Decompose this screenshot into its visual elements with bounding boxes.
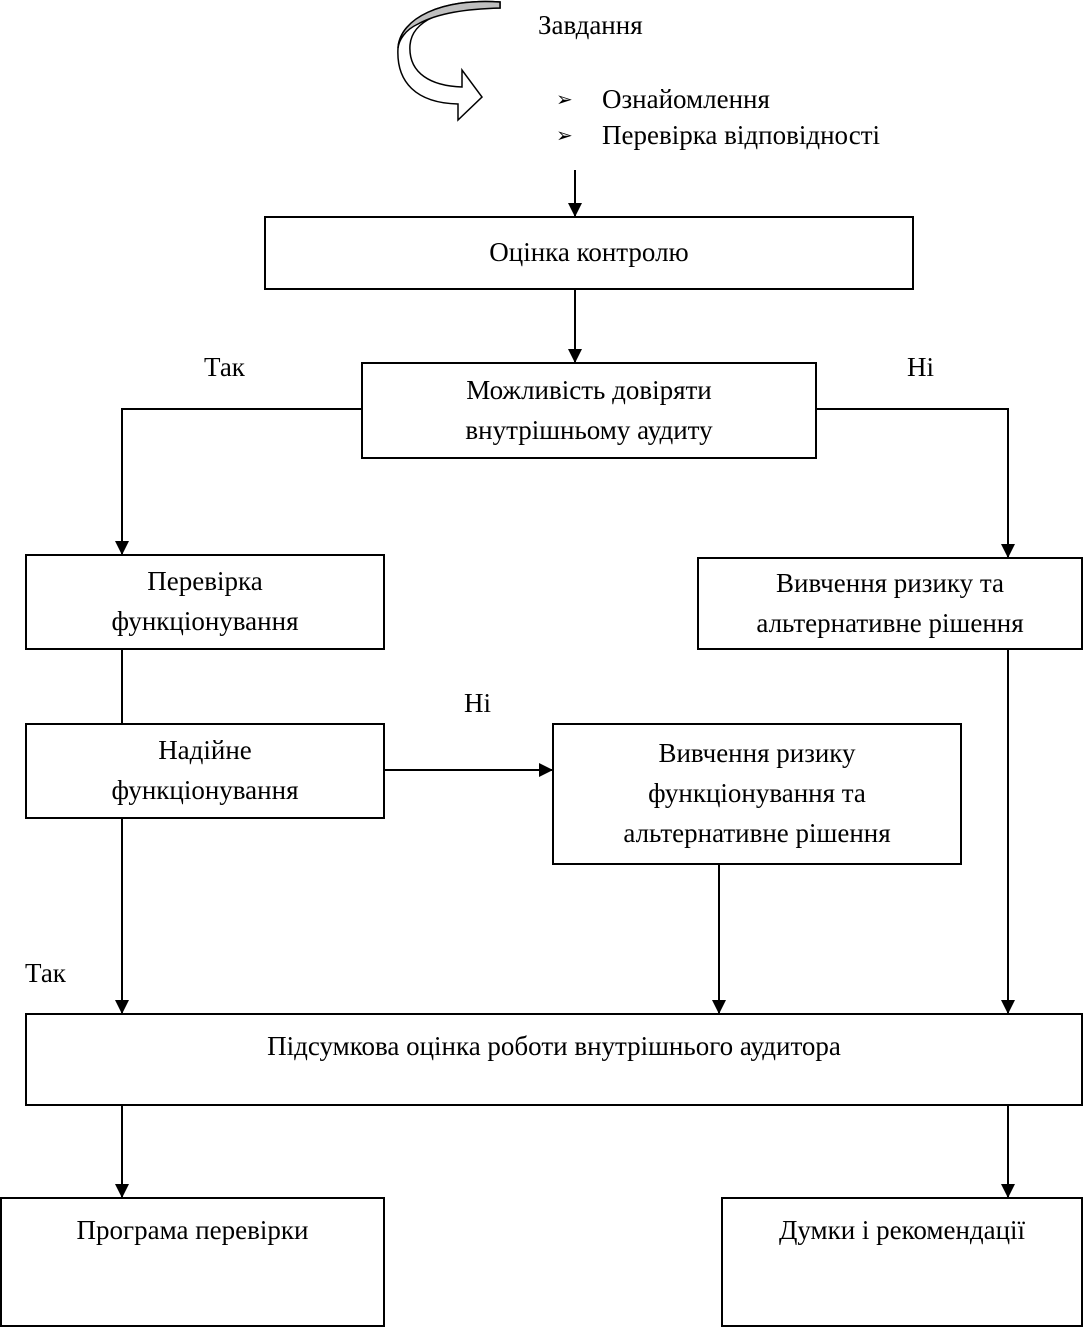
- task-item-label: Перевірка відповідності: [602, 120, 880, 150]
- edge-label-no-reliable: Ні: [464, 688, 491, 718]
- edge-label-no-trust: Ні: [907, 352, 934, 382]
- task-item-compliance-check: ➢ Перевірка відповідності: [556, 122, 880, 149]
- node-audit-program: Програма перевірки: [0, 1197, 385, 1327]
- node-control-assessment: Оцінка контролю: [264, 216, 914, 290]
- curved-arrow-icon: [397, 0, 501, 122]
- node-function-risk-study: Вивчення ризику функціонування та альтер…: [552, 723, 962, 865]
- node-opinions-recommendations: Думки і рекомендації: [721, 1197, 1083, 1327]
- node-risk-study: Вивчення ризику та альтернативне рішення: [697, 557, 1083, 650]
- arrow-trust-no: [817, 408, 1015, 558]
- arrowhead-bullet-icon: ➢: [556, 125, 573, 147]
- arrow-trust-yes: [115, 408, 361, 555]
- edge-label-yes-reliable: Так: [25, 958, 66, 988]
- node-trust-internal-audit: Можливість довіряти внутрішньому аудиту: [361, 362, 817, 459]
- node-final-assessment: Підсумкова оцінка роботи внутрішнього ау…: [25, 1013, 1083, 1106]
- arrowhead-bullet-icon: ➢: [556, 89, 573, 111]
- edge-label-yes-trust: Так: [204, 352, 245, 382]
- node-reliable-function: Надійне функціонування: [25, 723, 385, 819]
- task-item-label: Ознайомлення: [602, 84, 770, 114]
- task-item-familiarization: ➢ Ознайомлення: [556, 86, 770, 113]
- node-function-check: Перевірка функціонування: [25, 554, 385, 650]
- task-title: Завдання: [538, 10, 643, 40]
